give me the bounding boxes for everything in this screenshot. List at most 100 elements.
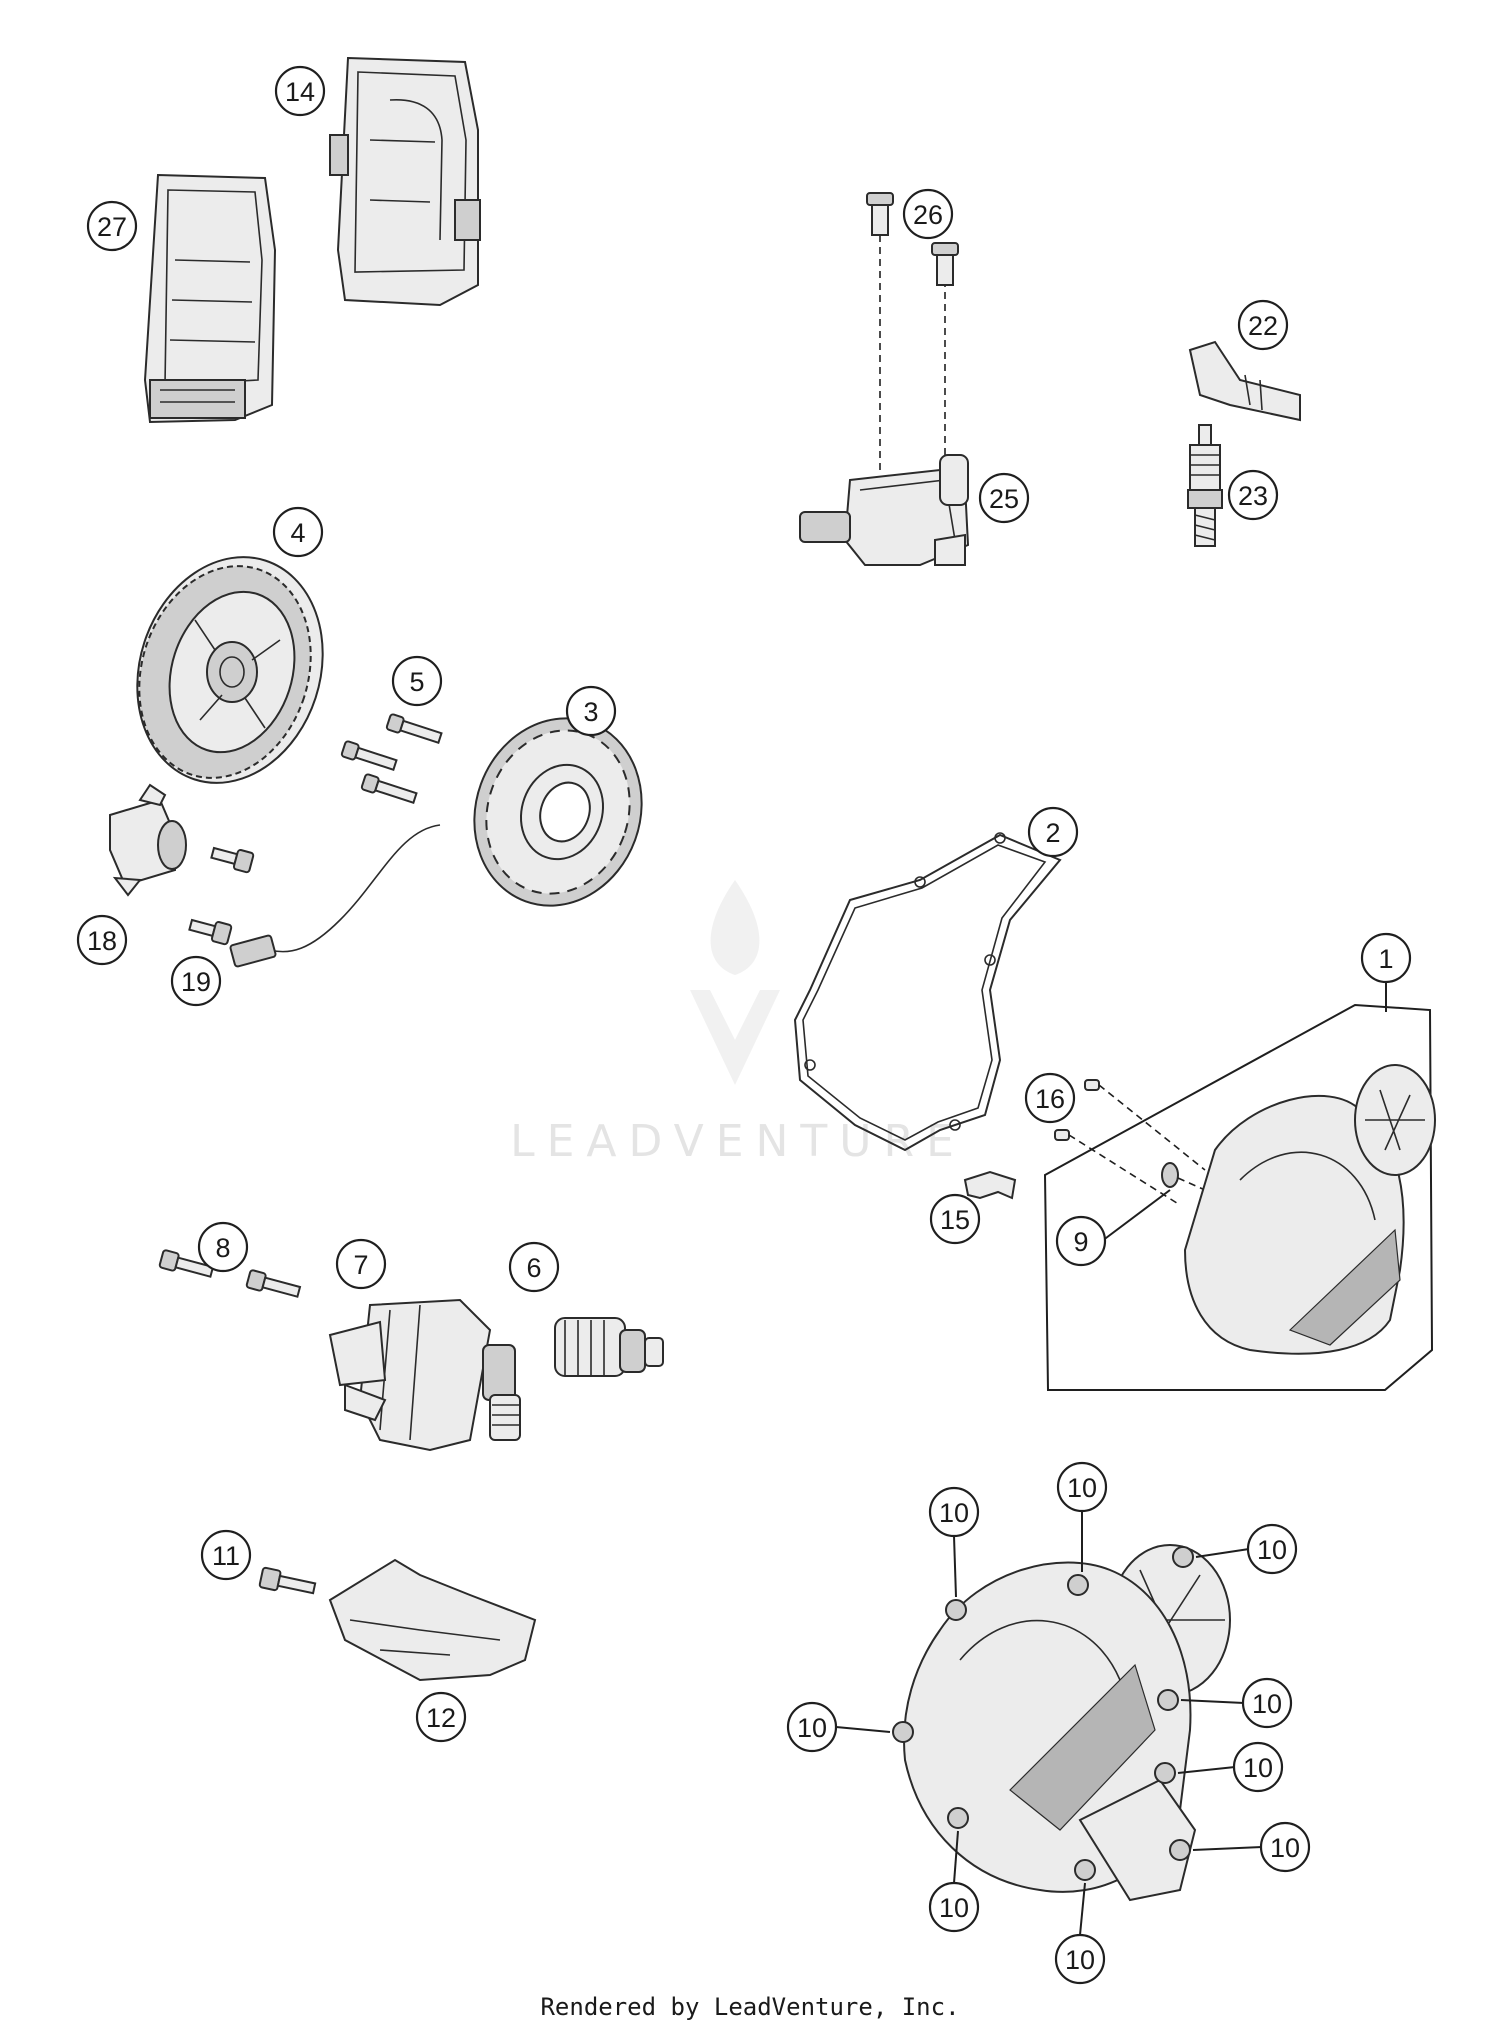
callout-number: 10: [1067, 1473, 1097, 1503]
callout-number: 10: [1243, 1753, 1273, 1783]
starter-motor-7: [328, 1298, 521, 1452]
leader-line: [1079, 1882, 1086, 1936]
leader-line: [1192, 1846, 1263, 1851]
callout-circle: [170, 955, 222, 1007]
callout-circle: [1024, 1072, 1076, 1124]
callout-circle: [274, 65, 326, 117]
callout-2: 2: [1027, 806, 1079, 858]
leader-line: [835, 1726, 891, 1733]
leader-line: [953, 1830, 959, 1884]
callout-circle: [1055, 1215, 1107, 1267]
callout-circle: [1227, 469, 1279, 521]
flame-logo-icon: [690, 880, 780, 1085]
cable-clip-15: [963, 1170, 1017, 1200]
callout-circle: [978, 472, 1030, 524]
callout-circle: [508, 1241, 560, 1293]
starter-drive-6: [554, 1317, 664, 1377]
callout-15: 15: [929, 1193, 981, 1245]
callout-circle: [86, 200, 138, 252]
watermark-text: LEADVENTURE: [510, 1116, 966, 1167]
leader-line: [1101, 1189, 1171, 1242]
callout-14: 14: [274, 65, 326, 117]
callout-22: 22: [1237, 299, 1289, 351]
callout-10: 10: [928, 1881, 980, 1933]
callout-number: 14: [285, 77, 315, 107]
leader-line: [1195, 1548, 1250, 1558]
callout-26: 26: [902, 188, 954, 240]
callout-number: 22: [1248, 311, 1278, 341]
callout-circle: [1237, 299, 1289, 351]
ignition-cover-assembly: [892, 1544, 1231, 1902]
callout-number: 15: [940, 1205, 970, 1235]
callout-number: 11: [212, 1541, 240, 1571]
pulse-generator-screws-19: [188, 846, 255, 946]
callout-circle: [200, 1529, 252, 1581]
callout-7: 7: [335, 1238, 387, 1290]
callout-circle: [1232, 1741, 1284, 1793]
callout-9: 9: [1055, 1215, 1107, 1267]
callout-circle: [415, 1691, 467, 1743]
callout-circle: [76, 914, 128, 966]
callout-number: 19: [181, 967, 211, 997]
callout-circle: [1056, 1461, 1108, 1513]
callout-circle: [1241, 1677, 1293, 1729]
ignition-coil-25: [799, 454, 970, 566]
flywheel-rotor-4: [136, 556, 324, 784]
cover-bolt-11: [258, 1566, 317, 1595]
callout-10: 10: [1241, 1677, 1293, 1729]
callout-5: 5: [391, 655, 443, 707]
callout-19: 19: [170, 955, 222, 1007]
callout-number: 8: [215, 1233, 230, 1263]
callout-10: 10: [786, 1701, 838, 1753]
callout-number: 10: [939, 1893, 969, 1923]
callout-circle: [391, 655, 443, 707]
callout-circle: [565, 685, 617, 737]
callout-8: 8: [197, 1221, 249, 1273]
callout-circle: [272, 506, 324, 558]
callout-23: 23: [1227, 469, 1279, 521]
callout-circle: [929, 1193, 981, 1245]
callout-number: 1: [1378, 944, 1393, 974]
callout-number: 23: [1238, 481, 1268, 511]
callout-number: 25: [989, 484, 1019, 514]
leader-line: [1180, 1699, 1245, 1704]
callout-10: 10: [1259, 1821, 1311, 1873]
callout-circle: [928, 1881, 980, 1933]
watermark: LEADVENTURE: [510, 880, 966, 1167]
coil-bolts-26: [866, 192, 959, 470]
starter-cover-12: [328, 1558, 537, 1682]
callout-10: 10: [1054, 1933, 1106, 1985]
starter-bolts-8: [158, 1249, 302, 1298]
leader-line: [953, 1535, 957, 1598]
callout-circle: [197, 1221, 249, 1273]
stator-bolts-5: [340, 713, 443, 804]
callout-number: 6: [526, 1253, 541, 1283]
callout-circle: [1259, 1821, 1311, 1873]
callout-10: 10: [928, 1486, 980, 1538]
callout-leaders: [835, 982, 1387, 1936]
callout-4: 4: [272, 506, 324, 558]
callout-circle: [1246, 1523, 1298, 1575]
callout-circle: [1054, 1933, 1106, 1985]
callout-10: 10: [1246, 1523, 1298, 1575]
callout-circle: [1027, 806, 1079, 858]
callout-number: 2: [1045, 818, 1060, 848]
callout-10: 10: [1232, 1741, 1284, 1793]
ignition-cover-kit-1: [1043, 1003, 1436, 1391]
callout-number: 16: [1035, 1084, 1065, 1114]
callout-18: 18: [76, 914, 128, 966]
callout-10: 10: [1056, 1461, 1108, 1513]
callout-number: 10: [939, 1498, 969, 1528]
dowel-pins-16: [1054, 1079, 1206, 1206]
callout-number: 3: [583, 697, 598, 727]
callout-number: 5: [409, 667, 424, 697]
leader-line: [1177, 1766, 1236, 1774]
callout-number: 10: [1065, 1945, 1095, 1975]
callout-number: 10: [797, 1713, 827, 1743]
callout-number: 12: [426, 1703, 456, 1733]
ecu-unit-27: [143, 173, 277, 424]
callout-circle: [786, 1701, 838, 1753]
cover-gasket-2: [793, 832, 1062, 1152]
